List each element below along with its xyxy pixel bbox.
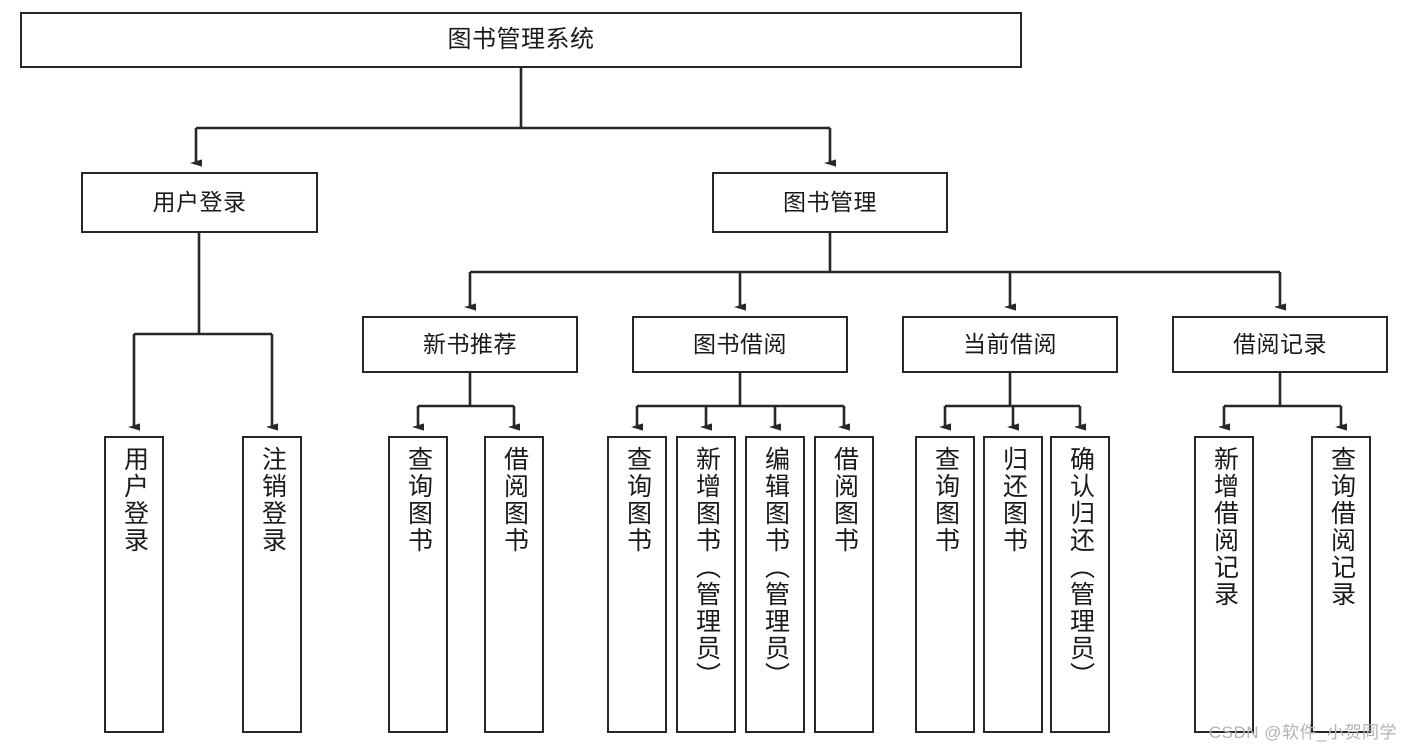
- node-user-login-action[interactable]: 用户登录: [104, 436, 164, 733]
- node-query-borrow-record[interactable]: 查询借阅记录: [1311, 436, 1371, 733]
- node-label: 归还图书: [999, 446, 1028, 554]
- node-root-book-management-system[interactable]: 图书管理系统: [20, 12, 1022, 68]
- node-label: 图书借阅: [693, 330, 787, 357]
- node-add-borrow-record[interactable]: 新增借阅记录: [1194, 436, 1254, 733]
- node-book-borrow[interactable]: 图书借阅: [632, 316, 848, 373]
- node-return-book[interactable]: 归还图书: [983, 436, 1043, 733]
- node-label: 新增图书（管理员）: [692, 446, 721, 689]
- node-current-borrow[interactable]: 当前借阅: [902, 316, 1118, 373]
- node-user-login[interactable]: 用户登录: [81, 172, 318, 233]
- node-label: 新书推荐: [423, 330, 517, 357]
- node-label: 图书管理系统: [447, 25, 595, 53]
- node-label: 用户登录: [120, 446, 149, 554]
- node-label: 查询图书: [623, 446, 652, 554]
- node-label: 注销登录: [258, 446, 287, 554]
- node-label: 当前借阅: [963, 330, 1057, 357]
- node-label: 借阅图书: [830, 446, 859, 554]
- node-borrow-record[interactable]: 借阅记录: [1172, 316, 1388, 373]
- node-label: 确认归还（管理员）: [1066, 446, 1095, 689]
- node-label: 编辑图书（管理员）: [761, 446, 790, 689]
- node-edit-book-admin[interactable]: 编辑图书（管理员）: [745, 436, 805, 733]
- node-label: 查询图书: [931, 446, 960, 554]
- node-label: 借阅图书: [500, 446, 529, 554]
- node-add-book-admin[interactable]: 新增图书（管理员）: [676, 436, 736, 733]
- node-query-book-1[interactable]: 查询图书: [388, 436, 448, 733]
- node-user-logout-action[interactable]: 注销登录: [242, 436, 302, 733]
- node-query-book-2[interactable]: 查询图书: [607, 436, 667, 733]
- node-borrow-book-2[interactable]: 借阅图书: [814, 436, 874, 733]
- node-query-book-3[interactable]: 查询图书: [915, 436, 975, 733]
- node-label: 新增借阅记录: [1210, 446, 1239, 608]
- node-label: 查询图书: [404, 446, 433, 554]
- node-new-book-recommend[interactable]: 新书推荐: [362, 316, 578, 373]
- node-label: 查询借阅记录: [1327, 446, 1356, 608]
- node-label: 借阅记录: [1233, 330, 1327, 357]
- node-borrow-book-1[interactable]: 借阅图书: [484, 436, 544, 733]
- node-confirm-return-admin[interactable]: 确认归还（管理员）: [1050, 436, 1110, 733]
- node-label: 图书管理: [783, 188, 877, 215]
- node-label: 用户登录: [152, 188, 247, 215]
- node-book-management[interactable]: 图书管理: [712, 172, 948, 233]
